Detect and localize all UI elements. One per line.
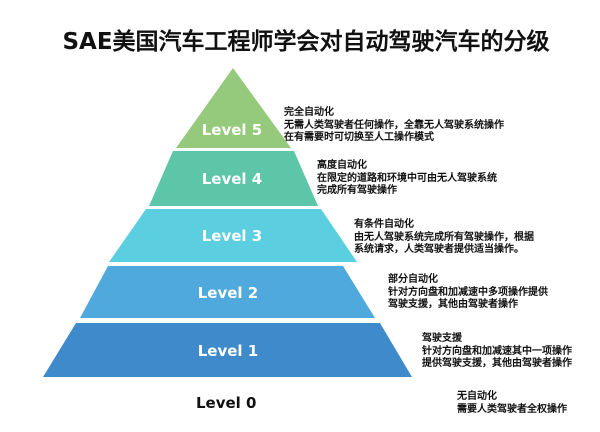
level-2-name: 部分自动化 [388, 274, 438, 285]
level-1-name: 驾驶支援 [422, 333, 462, 344]
level-0-name: 无自动化 [457, 391, 497, 402]
level-0-line-1: 需要人类驾驶者全权操作 [457, 403, 567, 415]
level-2-description: 部分自动化 针对方向盘和加减速中多项操作提供 驾驶支援，其他由驾驶者操作 [388, 274, 548, 312]
pyramid-level-4 [149, 151, 318, 206]
level-5-line-2: 在有需要时可切换至人工操作模式 [284, 132, 434, 143]
level-3-description: 有条件自动化 由无人驾驶系统完成所有驾驶操作，根据 系统请求，人类驾驶者提供适当… [354, 219, 534, 257]
level-3-name: 有条件自动化 [354, 219, 414, 230]
level-3-line-2: 系统请求，人类驾驶者提供适当操作。 [354, 244, 524, 255]
level-1-description: 驾驶支援 针对方向盘和加减速其中一项操作 提供驾驶支援，其他由驾驶者操作 [422, 333, 572, 371]
level-0-label: Level 0 [196, 394, 257, 412]
level-3-label: Level 3 [201, 227, 263, 245]
pyramid-level-1 [43, 323, 412, 377]
level-4-label: Level 4 [201, 170, 263, 188]
level-2-line-1: 针对方向盘和加减速中多项操作提供 [388, 286, 548, 298]
level-5-line-1: 无需人类驾驶者任何操作，全靠无人驾驶系统操作 [284, 119, 504, 131]
level-4-line-1: 在限定的道路和环境中可由无人驾驶系统 [317, 172, 497, 184]
level-4-description: 高度自动化 在限定的道路和环境中可由无人驾驶系统 完成所有驾驶操作 [317, 160, 497, 198]
diagram-title: SAE美国汽车工程师学会对自动驾驶汽车的分级 [62, 29, 550, 55]
level-5-label: Level 5 [201, 121, 263, 139]
level-1-line-2: 提供驾驶支援，其他由驾驶者操作 [422, 358, 572, 369]
level-1-line-1: 针对方向盘和加减速其中一项操作 [422, 345, 572, 357]
level-3-line-1: 由无人驾驶系统完成所有驾驶操作，根据 [354, 231, 534, 243]
level-2-label: Level 2 [197, 284, 259, 302]
pyramid-level-2 [80, 266, 375, 318]
level-5-description: 完全自动化 无需人类驾驶者任何操作，全靠无人驾驶系统操作 在有需要时可切换至人工… [284, 107, 504, 145]
pyramid-level-5 [176, 68, 291, 148]
pyramid-level-3 [109, 209, 357, 262]
level-4-line-2: 完成所有驾驶操作 [317, 185, 397, 196]
level-5-name: 完全自动化 [284, 107, 334, 118]
level-1-label: Level 1 [197, 342, 259, 360]
level-4-name: 高度自动化 [317, 160, 367, 171]
level-2-line-2: 驾驶支援，其他由驾驶者操作 [388, 299, 518, 310]
level-0-description: 无自动化 需要人类驾驶者全权操作 [457, 391, 567, 416]
